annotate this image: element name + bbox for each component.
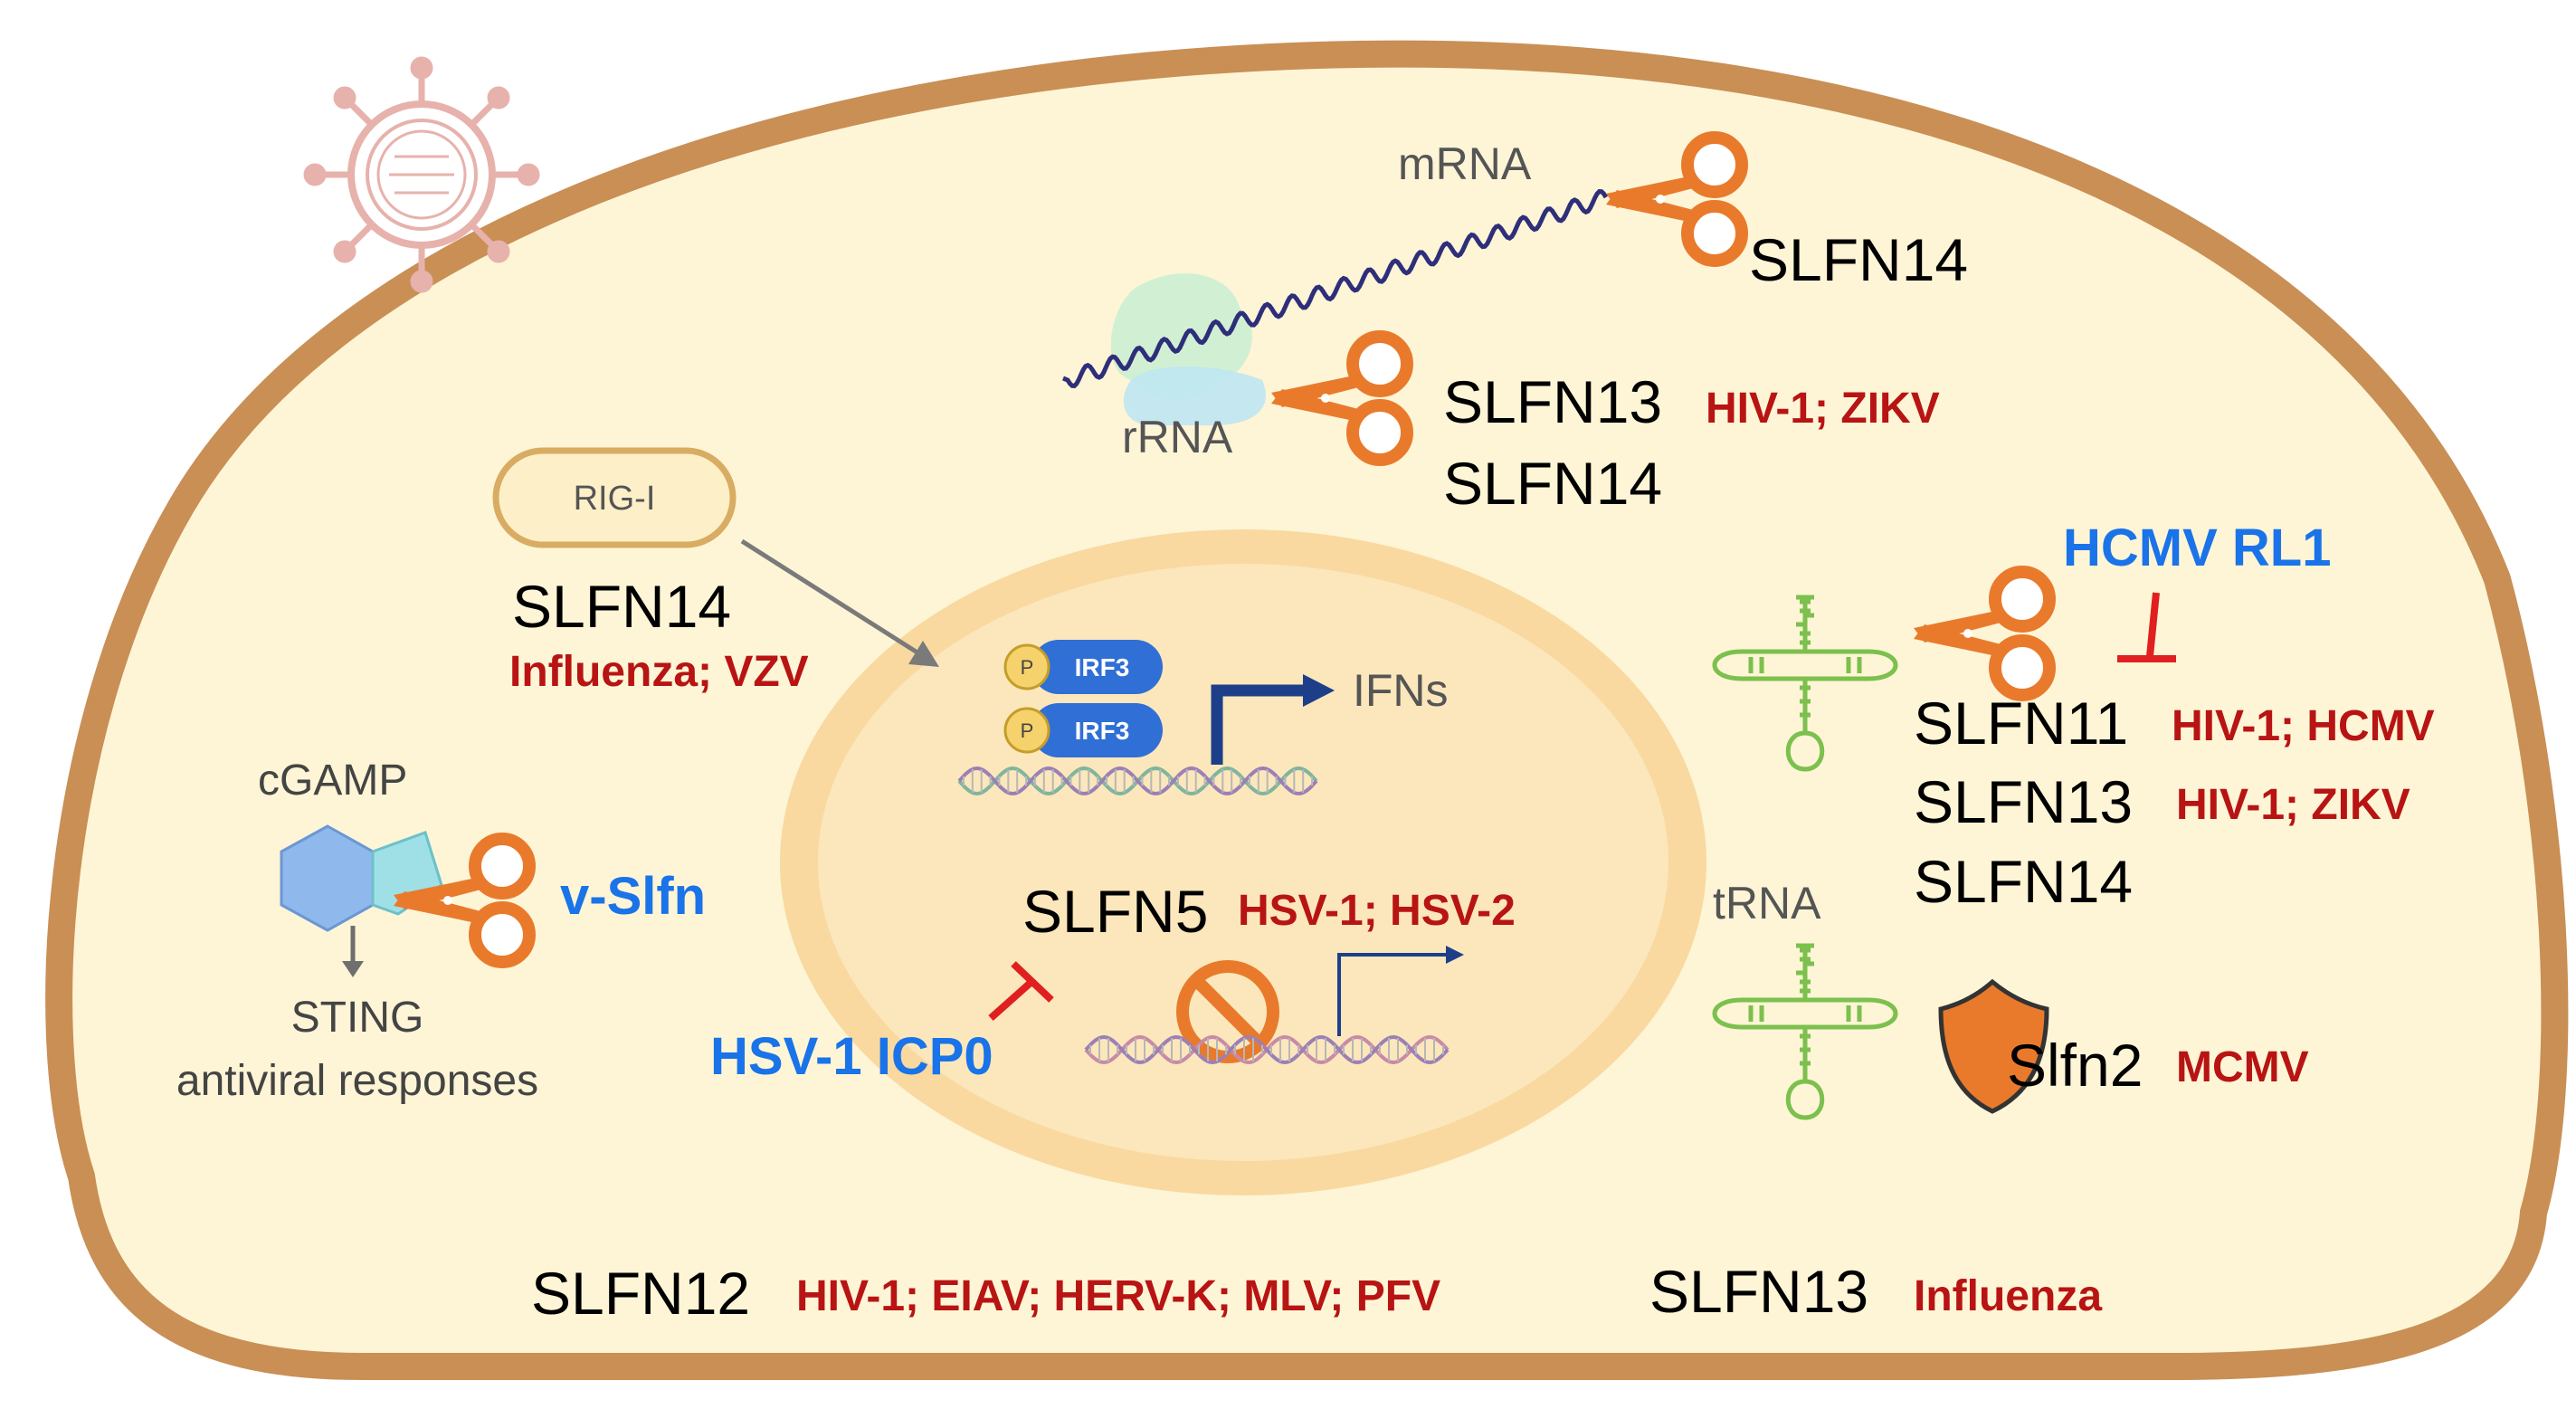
- ifns-label: IFNs: [1353, 665, 1449, 716]
- hsv-icp0-label: HSV-1 ICP0: [710, 1027, 993, 1086]
- phospho-label: P: [1021, 719, 1034, 742]
- trna-slfn14-label: SLFN14: [1914, 848, 2133, 915]
- slfn2-label: Slfn2: [2007, 1032, 2143, 1099]
- virus-particle-icon: [303, 56, 540, 293]
- rrna-slfn13-label: SLFN13: [1443, 368, 1662, 435]
- trna-slfn13-viruses: HIV-1; ZIKV: [2176, 781, 2410, 829]
- shield-icon: [1938, 978, 2049, 1114]
- inhibition-icon: [2117, 592, 2176, 662]
- dna-helix-icon: [1084, 1034, 1450, 1065]
- slfn12-label: SLFN12: [531, 1260, 750, 1327]
- inhibition-icon: [988, 961, 1054, 1021]
- trna-label: tRNA: [1713, 878, 1821, 928]
- rig-slfn14-viruses: Influenza; VZV: [509, 648, 809, 696]
- rrna-slfn13-viruses: HIV-1; ZIKV: [1706, 385, 1940, 433]
- rig-i-box: [492, 447, 737, 548]
- sting-arrow: [342, 926, 364, 977]
- trna-slfn13-label: SLFN13: [1914, 768, 2133, 835]
- dna-strand: [1084, 1034, 1450, 1065]
- transcription-arrow-icon: [1337, 946, 1464, 1036]
- slfn13-bottom-viruses: Influenza: [1914, 1272, 2102, 1320]
- trna-slfn11-viruses: HIV-1; HCMV: [2172, 702, 2435, 750]
- dna-strand: [957, 766, 1318, 796]
- slfn2-viruses: MCMV: [2176, 1043, 2309, 1091]
- rig-i-arrow: [740, 538, 939, 667]
- ribosome-icon: [1110, 273, 1266, 425]
- antiviral-label: antiviral responses: [176, 1057, 538, 1105]
- slfn13-bottom-label: SLFN13: [1649, 1258, 1868, 1325]
- slfn5-label: SLFN5: [1022, 878, 1208, 945]
- transcription-arrow-icon: [1211, 674, 1335, 765]
- dna-helix-icon: [957, 766, 1318, 796]
- slfn5-viruses: HSV-1; HSV-2: [1238, 887, 1516, 935]
- irf3-complex: P P IRF3 IRF3: [1003, 640, 1163, 757]
- mrna-slfn14-label: SLFN14: [1749, 226, 1968, 293]
- phospho-label: P: [1021, 656, 1034, 679]
- cgamp-label: cGAMP: [258, 757, 407, 804]
- rrna-slfn14-label: SLFN14: [1443, 450, 1662, 517]
- rig-slfn14-label: SLFN14: [512, 573, 731, 640]
- rig-i-label: RIG-I: [574, 480, 656, 518]
- prohibited-icon: [1176, 960, 1279, 1063]
- mrna-label: mRNA: [1398, 138, 1532, 189]
- irf3-label: IRF3: [1075, 717, 1130, 745]
- v-slfn-label: v-Slfn: [560, 867, 706, 926]
- mrna-strand-icon: [1062, 189, 1609, 388]
- rrna-label: rRNA: [1122, 412, 1233, 462]
- slfn12-viruses: HIV-1; EIAV; HERV-K; MLV; PFV: [796, 1272, 1440, 1320]
- trna-slfn11-label: SLFN11: [1914, 690, 2128, 757]
- sting-label: STING: [291, 994, 424, 1042]
- hcmv-rl1-label: HCMV RL1: [2063, 519, 2331, 577]
- irf3-label: IRF3: [1075, 653, 1130, 681]
